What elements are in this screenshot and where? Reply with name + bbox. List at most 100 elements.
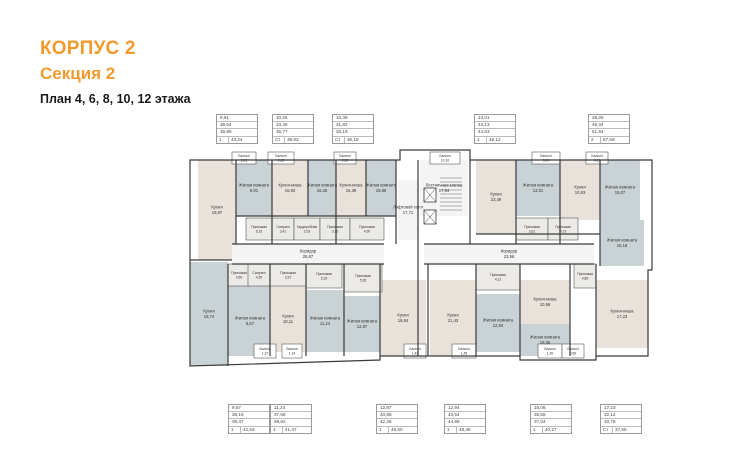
- room-fill: [520, 280, 570, 324]
- small-room-area: 3,37: [285, 276, 292, 280]
- small-room-label: Балкон: [259, 347, 270, 351]
- small-room-label: Балкон: [591, 154, 602, 158]
- card-area: 37,04: [531, 419, 571, 427]
- card-area: 38,16: [229, 412, 269, 420]
- small-room-fill: [281, 343, 303, 359]
- card-area: 35,65: [531, 412, 571, 420]
- small-room-area: 5,19: [321, 277, 328, 281]
- room-area: 23,49: [491, 197, 502, 202]
- small-room-area: 10,16: [441, 159, 450, 163]
- room-label: Жилая комната: [607, 238, 638, 243]
- small-room-label: Гардеробная: [297, 225, 318, 229]
- card-area: 43,54: [445, 412, 485, 420]
- small-room-area: 4,19: [594, 159, 601, 163]
- room-area: 17,71: [403, 210, 414, 215]
- room-label: Кухня: [203, 309, 214, 314]
- small-room-label: Балкон: [544, 347, 555, 351]
- room-fill: [600, 220, 644, 266]
- room-fill: [272, 160, 308, 216]
- small-room-fill: [561, 343, 585, 359]
- card-total: 41,47: [285, 426, 297, 432]
- room-fill: [306, 290, 344, 352]
- small-room-area: 3,41: [280, 230, 287, 234]
- room-fill: [198, 160, 236, 260]
- card-area: 42,28: [377, 419, 417, 427]
- card-type: 2: [589, 136, 601, 143]
- room-area: 9,91: [250, 188, 259, 193]
- title-block: КОРПУС 2 Секция 2 План 4, 6, 8, 10, 12 э…: [40, 38, 191, 107]
- wall: [189, 149, 653, 367]
- room-area: 16,25: [317, 188, 328, 193]
- room-fill: [236, 160, 272, 216]
- elevator-cross: [423, 209, 437, 225]
- small-room-fill: [305, 263, 343, 289]
- card-area: 40,85: [377, 412, 417, 420]
- room-fill: [270, 286, 306, 352]
- small-room-fill: [333, 151, 357, 165]
- room-label: Кухня: [447, 313, 458, 318]
- card-total: 42,52: [243, 426, 255, 432]
- room-area: 17,84: [439, 188, 450, 193]
- room-area: 18,74: [204, 314, 215, 319]
- card-area: 39,95: [217, 129, 257, 137]
- card-total: 48,38: [459, 426, 471, 432]
- card-area: 43,13: [475, 122, 515, 130]
- building-title: КОРПУС 2: [40, 38, 136, 59]
- small-room-label: Санузел: [276, 225, 289, 229]
- room-fill: [344, 296, 380, 352]
- small-room-label: Балкон: [439, 154, 450, 158]
- small-room-area: 2,03: [304, 230, 311, 234]
- card-area: 49,34: [589, 122, 629, 130]
- card-living-area: 12,87: [377, 405, 417, 413]
- small-room-fill: [231, 151, 257, 165]
- room-area: 12,94: [493, 323, 504, 328]
- card-area: 39,47: [229, 419, 269, 427]
- card-area: 33,78: [601, 419, 641, 427]
- small-room-area: 3,73: [332, 230, 339, 234]
- room-fill: [336, 160, 366, 216]
- small-room-fill: [343, 263, 383, 293]
- small-room-label: Балкон: [286, 347, 297, 351]
- small-room-area: 1,39: [547, 352, 554, 356]
- room-label: Жилая комната: [239, 183, 270, 188]
- room-area: 19,97: [212, 210, 223, 215]
- small-room-area: 3,00: [543, 159, 550, 163]
- card-living-area: 13,01: [475, 115, 515, 123]
- small-room-label: Балкон: [238, 154, 249, 158]
- room-label: Жилая комната: [347, 319, 378, 324]
- small-room-area: 4,86: [582, 277, 589, 281]
- card-total: 40,27: [545, 426, 557, 432]
- room-area: 10,93: [575, 190, 586, 195]
- room-area: 15,86: [376, 188, 387, 193]
- room-label: Лифтовой холл: [393, 205, 423, 210]
- small-room-area: 4,95: [256, 276, 263, 280]
- room-fill: [424, 244, 594, 264]
- small-room-label: Прихожая: [327, 225, 343, 229]
- room-label: Жилая комната: [483, 318, 514, 323]
- card-type: 1: [271, 426, 283, 433]
- card-type: 1: [475, 136, 487, 143]
- small-room-label: Балкон: [409, 347, 420, 351]
- card-area: 33,19: [333, 129, 373, 137]
- small-room-label: Прихожая: [555, 225, 571, 229]
- room-label: Жилая комната: [605, 185, 636, 190]
- room-area: 16,06: [540, 340, 551, 345]
- room-area: 25,67: [303, 254, 314, 259]
- elevator-cross: [423, 187, 437, 203]
- card-area: 34,46: [273, 122, 313, 130]
- small-room-label: Балкон: [567, 347, 578, 351]
- card-area: 44,99: [445, 419, 485, 427]
- card-area: 31,92: [333, 122, 373, 130]
- card-type: 1: [377, 426, 389, 433]
